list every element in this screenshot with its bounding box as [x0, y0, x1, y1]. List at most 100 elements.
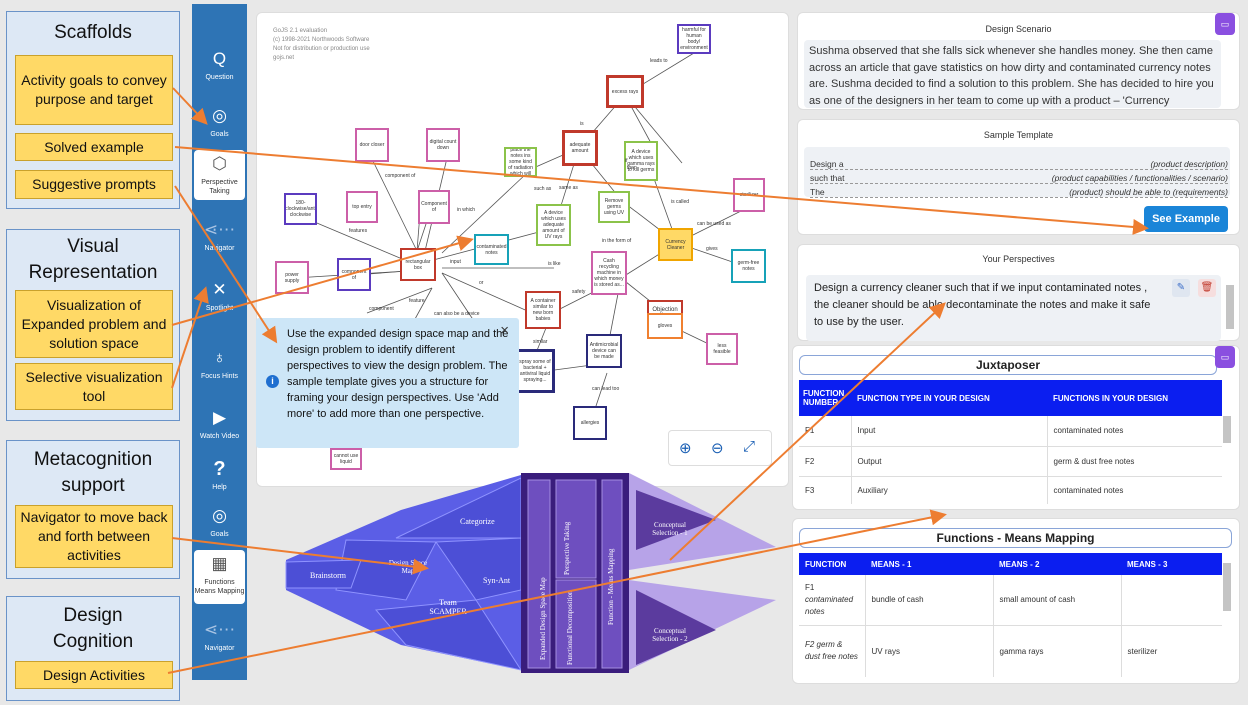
map-node[interactable]: spray some of bacterial + antiviral liqu…	[515, 349, 555, 393]
sidebar-item-fmm[interactable]: ▦Functions Means Mapping	[194, 550, 245, 604]
map-node[interactable]: allergies	[573, 406, 607, 440]
fullscreen-icon[interactable]: ⤢	[743, 438, 756, 455]
map-node[interactable]: Cash recycling machine in which money is…	[591, 251, 627, 295]
scaffolds-title: Scaffolds	[54, 22, 132, 43]
scrollbar[interactable]	[1223, 563, 1231, 611]
cube-icon: ⬡	[212, 154, 227, 173]
table-row: F3 Auxiliary contaminated notes	[799, 476, 1222, 504]
juxtaposer-table: FUNCTION NUMBER FUNCTION TYPE IN YOUR DE…	[799, 380, 1222, 504]
template-row: Design a(product description)	[810, 159, 1228, 170]
funnel-label: Functional Decomposition	[566, 590, 574, 665]
table-header: MEANS - 3	[1127, 559, 1168, 569]
fmm-title: Functions - Means Mapping	[799, 528, 1232, 548]
map-node[interactable]: contaminated notes	[474, 234, 509, 265]
note-solved-example: Solved example	[15, 133, 173, 161]
map-node[interactable]: less feasible	[706, 333, 738, 365]
sidebar-item-help[interactable]: ?Help	[194, 459, 245, 492]
visual-group: Visual Representation Visualization of E…	[6, 229, 180, 421]
sidebar-item-navigator-2[interactable]: ⋖⋯Navigator	[194, 620, 245, 653]
scenario-text: Sushma observed that she falls sick when…	[804, 40, 1221, 108]
map-node[interactable]: sterilizer	[733, 178, 765, 212]
zoom-out-icon[interactable]: ⊖	[711, 440, 724, 457]
sidebar-item-perspective[interactable]: ⬡Perspective Taking	[194, 150, 245, 200]
play-icon: ▶	[212, 408, 227, 427]
grid-icon: ▦	[211, 554, 228, 573]
funnel-label: Perspective Taking	[563, 521, 571, 575]
sidebar-item-spotlight[interactable]: ✕Spotlight	[194, 280, 245, 313]
map-node[interactable]: power supply	[275, 261, 309, 294]
target-icon: ◎	[212, 106, 227, 125]
map-node[interactable]: Antimicrobial device can be made	[586, 334, 622, 368]
fmm-panel: Functions - Means Mapping FUNCTION MEANS…	[792, 518, 1240, 684]
map-node[interactable]: adequate amount	[562, 130, 598, 166]
map-node[interactable]: harmful for human body/ environment	[677, 24, 711, 54]
sample-template-panel: Sample Template Design a(product descrip…	[797, 119, 1240, 235]
funnel-label: Conceptual Selection - 2	[652, 627, 688, 643]
design-scenario-panel: Design Scenario Sushma observed that she…	[797, 12, 1240, 110]
map-node[interactable]: Component of	[418, 190, 450, 224]
map-node[interactable]: We can place the notes ins some kind of …	[504, 147, 537, 177]
funnel-label: Categorize	[460, 517, 495, 526]
juxtaposer-title: Juxtaposer	[799, 355, 1217, 375]
map-node[interactable]: A device which uses adequate amount of U…	[536, 204, 571, 246]
map-node[interactable]: gloves	[647, 313, 683, 339]
map-node[interactable]: A device which uses gamma rays to kill g…	[624, 141, 658, 181]
map-node[interactable]: Currency Cleaner	[658, 228, 693, 261]
search-icon: Q	[212, 49, 227, 68]
table-header: FUNCTION	[805, 559, 847, 569]
map-node[interactable]: top entry	[346, 191, 378, 223]
scrollbar[interactable]	[1226, 285, 1234, 329]
map-node[interactable]: germ-free notes	[731, 249, 766, 283]
table-header: MEANS - 1	[871, 559, 912, 569]
scrollbar[interactable]	[1223, 416, 1231, 443]
template-row: such that(product capabilities / functio…	[810, 173, 1228, 184]
map-node[interactable]: Remove germs using UV	[598, 191, 630, 223]
close-icon[interactable]: ×	[500, 322, 509, 339]
cognition-group: Design Cognition Design Activities	[6, 596, 180, 701]
perspectives-panel: Your Perspectives Design a currency clea…	[797, 244, 1240, 341]
see-example-button[interactable]: See Example	[1144, 206, 1228, 232]
delete-icon[interactable]: 🗑	[1198, 279, 1216, 297]
navigator-icon: ⋖⋯	[203, 220, 236, 239]
juxtaposer-panel: Juxtaposer ▭ FUNCTION NUMBER FUNCTION TY…	[792, 345, 1240, 510]
watermark: GoJS 2.1 evaluation (c) 1998-2021 Northw…	[273, 28, 370, 61]
info-icon: i	[266, 375, 279, 388]
funnel-label: Team SCAMPER	[429, 598, 467, 616]
note-design-activities: Design Activities	[15, 661, 173, 689]
video-icon[interactable]: ▭	[1215, 13, 1235, 35]
map-node[interactable]: 180-clockwise/anti clockwise	[284, 193, 317, 225]
funnel-label: Conceptual Selection - 1	[652, 521, 688, 537]
table-header: FUNCTION NUMBER	[803, 389, 845, 407]
sidebar-item-goals-2[interactable]: ◎Goals	[194, 506, 245, 539]
zoom-in-icon[interactable]: ⊕	[679, 440, 692, 457]
map-node[interactable]: component of	[337, 258, 371, 291]
scaffolds-group: Scaffolds Activity goals to convey purpo…	[6, 11, 180, 209]
template-row: The(product) should be able to (requirem…	[810, 187, 1228, 198]
map-node[interactable]: cannot use liquid	[330, 448, 362, 470]
sidebar-item-focus-hints[interactable]: ♁Focus Hints	[194, 348, 245, 381]
template-title: Sample Template	[983, 130, 1054, 140]
map-node[interactable]: A container similar to new born babies	[525, 291, 561, 329]
funnel-label: Syn-Ant	[483, 576, 511, 585]
edit-icon[interactable]: ✎	[1172, 279, 1190, 297]
sidebar-item-navigator[interactable]: ⋖⋯Navigator	[194, 220, 245, 253]
map-node[interactable]: excess rays	[606, 75, 644, 108]
sidebar-item-watch-video[interactable]: ▶Watch Video	[194, 408, 245, 441]
target-icon: ◎	[212, 506, 227, 525]
map-node[interactable]: digital count down	[426, 128, 460, 162]
sidebar-item-goals[interactable]: ◎Goals	[194, 106, 245, 139]
map-node[interactable]: door closer	[355, 128, 389, 162]
prompt-tooltip: i Use the expanded design space map and …	[256, 318, 519, 448]
zoom-controls: ⊕ ⊖ ⤢	[668, 430, 772, 466]
scenario-title: Design Scenario	[985, 24, 1052, 34]
note-visualization: Visualization of Expanded problem and so…	[15, 290, 173, 358]
funnel-label: Expanded Design Space Map	[539, 577, 547, 660]
map-node[interactable]: rectangular box	[400, 248, 436, 281]
perspectives-title: Your Perspectives	[982, 254, 1055, 264]
funnel-label: Design Space Map	[388, 559, 428, 575]
tooltip-text: Use the expanded design space map and th…	[287, 328, 509, 420]
video-icon[interactable]: ▭	[1215, 346, 1235, 368]
